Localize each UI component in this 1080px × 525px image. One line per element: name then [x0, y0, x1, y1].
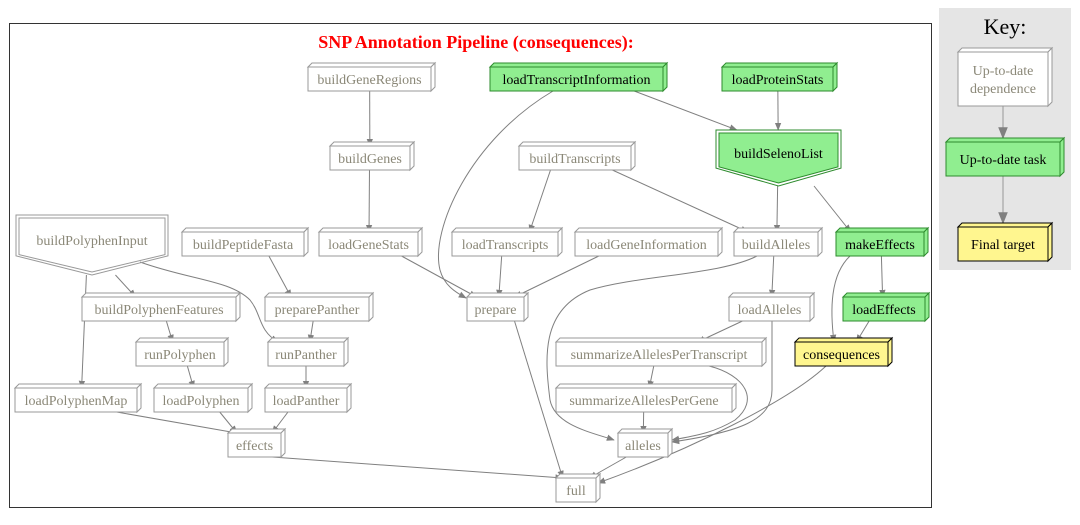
- node-label: effects: [236, 439, 273, 454]
- edge-effects-to-full: [272, 456, 564, 481]
- node-label: loadTranscriptInformation: [502, 73, 650, 88]
- edge-buildPolyphenInput-to-runPanther: [139, 261, 279, 343]
- node-loadProteinStats[interactable]: loadProteinStats: [720, 61, 839, 93]
- edge-buildPeptideFasta-to-preparePanther: [268, 255, 292, 298]
- node-loadPolyphen[interactable]: loadPolyphen: [152, 382, 254, 414]
- node-label: loadPolyphenMap: [25, 394, 128, 409]
- node-label: buildGenes: [338, 152, 402, 167]
- node-label: prepare: [475, 303, 517, 318]
- node-buildSelenoList[interactable]: buildSelenoList: [715, 129, 842, 187]
- edge-loadTranscriptInformation-to-buildSelenoList: [633, 90, 738, 131]
- node-runPolyphen[interactable]: runPolyphen: [134, 336, 230, 368]
- node-runPanther[interactable]: runPanther: [266, 336, 350, 368]
- key-label: Up-to-date task: [960, 153, 1047, 168]
- graph-title: SNP Annotation Pipeline (consequences):: [318, 32, 634, 53]
- node-loadTranscriptInformation[interactable]: loadTranscriptInformation: [488, 61, 669, 93]
- edge-loadPolyphenMap-to-effects: [116, 411, 238, 435]
- key-task: Up-to-date task: [944, 136, 1066, 178]
- edge-loadGeneStats-to-prepare: [401, 255, 478, 298]
- node-makeEffects[interactable]: makeEffects: [834, 226, 930, 258]
- node-full[interactable]: full: [554, 472, 602, 504]
- node-label: full: [566, 484, 586, 499]
- node-label: loadPanther: [273, 394, 340, 409]
- edge-buildSelenoList-to-makeEffects: [813, 185, 852, 233]
- edge-consequences-to-full: [597, 365, 827, 484]
- node-buildTranscripts[interactable]: buildTranscripts: [517, 140, 637, 172]
- edge-buildTranscripts-to-buildAlleles: [612, 169, 749, 233]
- node-loadGeneStats[interactable]: loadGeneStats: [317, 226, 424, 258]
- node-label: makeEffects: [845, 238, 915, 253]
- node-summarizeAllelesPerGene[interactable]: summarizeAllelesPerGene: [554, 382, 738, 414]
- key-label: dependence: [970, 82, 1036, 97]
- node-loadAlleles[interactable]: loadAlleles: [727, 291, 816, 323]
- node-label: buildPeptideFasta: [193, 238, 294, 253]
- nodes-layer: buildGeneRegions loadTranscriptInformatio…: [13, 61, 931, 504]
- node-label: buildTranscripts: [529, 152, 620, 167]
- node-label: buildAlleles: [742, 238, 810, 253]
- edge-buildSelenoList-to-buildAlleles: [773, 185, 781, 233]
- key-dependence: Up-to-date dependence: [956, 46, 1054, 108]
- key-target: Final target: [956, 221, 1054, 263]
- node-label: loadTranscripts: [462, 238, 549, 253]
- node-prepare[interactable]: prepare: [465, 291, 530, 323]
- node-buildGenes[interactable]: buildGenes: [328, 140, 416, 172]
- node-alleles[interactable]: alleles: [616, 427, 674, 459]
- node-label: loadGeneInformation: [586, 238, 707, 253]
- node-label: runPanther: [275, 348, 337, 363]
- node-loadPanther[interactable]: loadPanther: [263, 382, 353, 414]
- node-label: loadProteinStats: [732, 73, 824, 88]
- edge-buildAlleles-to-loadAlleles: [768, 255, 776, 298]
- node-summarizeAllelesPerTranscript[interactable]: summarizeAllelesPerTranscript: [554, 336, 768, 368]
- node-label: loadPolyphen: [163, 394, 240, 409]
- edge-loadGeneInformation-to-prepare: [513, 255, 600, 298]
- node-label: preparePanther: [275, 303, 360, 318]
- edge-makeEffects-to-consequences: [829, 255, 851, 343]
- edges-layer: [78, 90, 886, 484]
- node-buildPeptideFasta[interactable]: buildPeptideFasta: [180, 226, 310, 258]
- edge-buildAlleles-to-alleles: [546, 255, 758, 441]
- node-effects[interactable]: effects: [226, 427, 287, 459]
- key-title: Key:: [984, 14, 1027, 39]
- edge-loadTranscripts-to-prepare: [496, 255, 503, 298]
- node-label: summarizeAllelesPerGene: [569, 394, 718, 409]
- edge-prepare-to-full: [514, 320, 564, 479]
- node-buildAlleles[interactable]: buildAlleles: [732, 226, 824, 258]
- edge-loadTranscriptInformation-to-prepare: [438, 90, 554, 299]
- node-label: buildPolyphenFeatures: [94, 303, 223, 318]
- node-loadPolyphenMap[interactable]: loadPolyphenMap: [13, 382, 143, 414]
- node-buildGeneRegions[interactable]: buildGeneRegions: [306, 61, 437, 93]
- edge-makeEffects-to-loadEffects: [879, 255, 886, 298]
- key-label: Up-to-date: [973, 64, 1034, 79]
- node-loadEffects[interactable]: loadEffects: [841, 291, 931, 323]
- node-preparePanther[interactable]: preparePanther: [263, 291, 375, 323]
- edge-summarizeAllelesPerTranscript-to-alleles: [671, 365, 748, 442]
- node-loadGeneInformation[interactable]: loadGeneInformation: [573, 226, 724, 258]
- edge-buildPolyphenInput-to-loadPolyphenMap: [78, 274, 87, 389]
- node-loadTranscripts[interactable]: loadTranscripts: [450, 226, 564, 258]
- key-label: Final target: [971, 238, 1035, 253]
- node-label: summarizeAllelesPerTranscript: [571, 348, 748, 363]
- node-label: consequences: [803, 348, 880, 363]
- node-label: buildSelenoList: [734, 147, 823, 162]
- node-consequences[interactable]: consequences: [793, 336, 894, 368]
- node-label: buildPolyphenInput: [36, 234, 147, 249]
- edge-loadAlleles-to-alleles: [671, 321, 773, 445]
- node-label: buildGeneRegions: [317, 73, 421, 88]
- edge-buildTranscripts-to-loadTranscripts: [528, 169, 551, 233]
- node-label: loadEffects: [852, 303, 916, 318]
- node-label: loadAlleles: [738, 303, 802, 318]
- node-label: runPolyphen: [144, 348, 216, 363]
- node-label: alleles: [625, 439, 661, 454]
- node-buildPolyphenInput[interactable]: buildPolyphenInput: [15, 214, 169, 276]
- node-buildPolyphenFeatures[interactable]: buildPolyphenFeatures: [80, 291, 242, 323]
- node-label: loadGeneStats: [328, 238, 409, 253]
